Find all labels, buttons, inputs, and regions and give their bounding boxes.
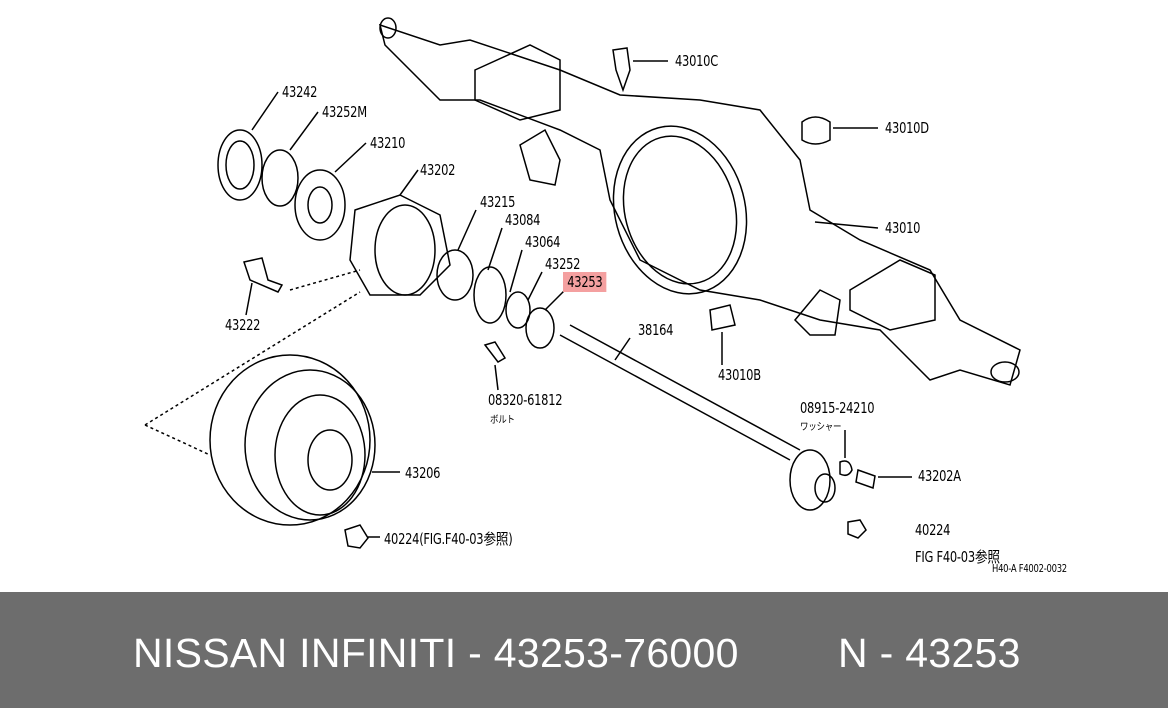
part-label-43010[interactable]: 43010 [885, 219, 921, 237]
brake-drum-43206 [209, 354, 376, 526]
part-label-43253-highlighted[interactable]: 43253 [563, 272, 607, 292]
part-note-washer: ワッシャー [800, 422, 842, 433]
part-label-08915-24210[interactable]: 08915-24210 [800, 399, 875, 417]
nut-40224-left [344, 524, 369, 549]
part-label-43010C[interactable]: 43010C [675, 52, 718, 70]
axle-shaft-38164 [559, 324, 836, 511]
part-label-40224-right[interactable]: 40224 [915, 521, 951, 539]
bolt-08320 [483, 341, 507, 363]
part-label-43242[interactable]: 43242 [282, 83, 318, 101]
part-label-43215[interactable]: 43215 [480, 193, 516, 211]
figure-code: H40-A F4002-0032 [992, 562, 1067, 575]
part-note-bolt: ボルト [490, 415, 515, 426]
part-label-43084[interactable]: 43084 [505, 211, 541, 229]
footer-bar: NISSAN INFINITI - 43253-76000 N - 43253 [0, 592, 1168, 708]
bolt-43010C [612, 47, 631, 93]
part-label-43252M[interactable]: 43252M [322, 103, 367, 121]
part-label-40224-left[interactable]: 40224(FIG.F40-03参照) [384, 530, 513, 548]
figure-reference: FIG F40-03参照 [915, 548, 1000, 566]
axle-drawing [144, 17, 1021, 549]
plug-43010D [801, 116, 831, 145]
part-label-08320-61812[interactable]: 08320-61812 [488, 391, 563, 409]
part-label-43202[interactable]: 43202 [420, 161, 456, 179]
washer-08915 [839, 460, 853, 477]
footer-part-short: N - 43253 [838, 630, 1021, 676]
part-label-43064[interactable]: 43064 [525, 233, 561, 251]
part-label-43206[interactable]: 43206 [405, 464, 441, 482]
parts-diagram: 43242 43252M 43210 43202 43215 43084 430… [144, 17, 1067, 575]
axle-housing-43010 [378, 17, 1021, 386]
part-label-43010D[interactable]: 43010D [885, 119, 929, 137]
hub-assembly [217, 129, 555, 349]
part-label-43252[interactable]: 43252 [545, 255, 581, 273]
bolt-43202A [855, 468, 876, 490]
part-label-43210[interactable]: 43210 [370, 134, 406, 152]
part-label-38164[interactable]: 38164 [638, 321, 674, 339]
plug-43010B [709, 304, 736, 331]
part-label-43010B[interactable]: 43010B [718, 366, 761, 384]
footer-part-title: NISSAN INFINITI - 43253-76000 [133, 630, 739, 676]
nut-40224-right [847, 519, 867, 539]
part-label-43202A[interactable]: 43202A [918, 467, 961, 485]
part-label-43222[interactable]: 43222 [225, 316, 261, 334]
bolt-43222 [243, 257, 284, 293]
